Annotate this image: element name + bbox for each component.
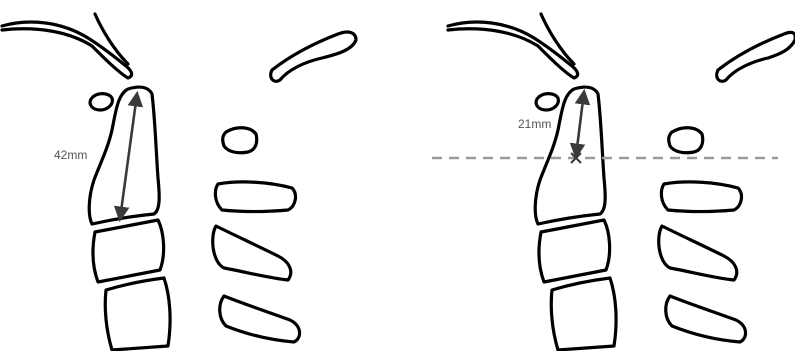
left-c3-body [93, 220, 164, 282]
right-spinous-c4 [659, 226, 737, 280]
left-atlas-anterior-arch [90, 94, 112, 110]
right-panel: 21mm [432, 14, 795, 350]
right-spinous-c5 [666, 296, 746, 342]
right-atlas-anterior-arch [536, 94, 558, 110]
right-c3-body [539, 220, 610, 282]
left-spinous-c5 [220, 296, 300, 342]
left-measurement-label: 42mm [54, 148, 87, 162]
left-spinous-c2 [223, 128, 257, 153]
right-spinous-c3 [661, 182, 741, 212]
left-spinous-c3 [215, 182, 295, 212]
left-spinous-c4 [213, 226, 291, 280]
left-posterior-arch-c1 [271, 32, 356, 81]
left-skull-base-outline [2, 22, 132, 78]
left-c4-body [105, 278, 170, 350]
right-c4-body [551, 278, 616, 350]
right-posterior-arch-c1 [717, 32, 795, 81]
right-spinous-c2 [669, 128, 703, 153]
right-measurement-label: 21mm [518, 117, 551, 131]
right-skull-base-outline [448, 22, 578, 78]
left-panel: 42mm [2, 14, 356, 350]
